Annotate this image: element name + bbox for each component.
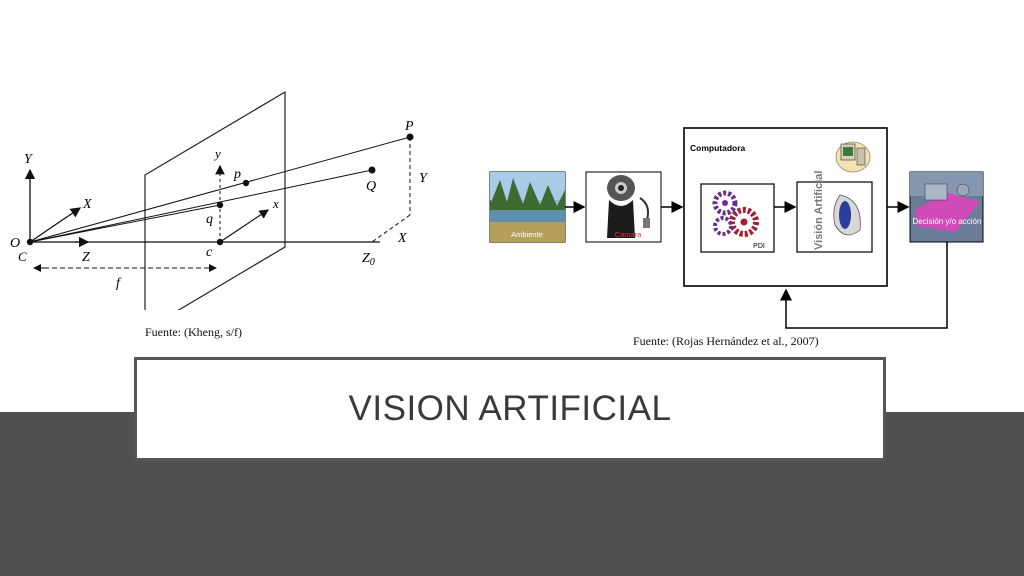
decision-block: Decisión y/o acción	[909, 171, 984, 243]
camera-block: Cámara	[585, 171, 662, 243]
ray-P	[29, 136, 411, 243]
decision-label: Decisión y/o acción	[913, 217, 982, 226]
computer-label: Computadora	[690, 143, 746, 153]
label-X-world: X	[397, 231, 407, 246]
point-Q	[368, 166, 376, 174]
eye-icon	[833, 194, 861, 236]
vision-pipeline-diagram: Computadora Ambiente Cámara	[489, 127, 984, 329]
title-box: VISION ARTIFICIAL	[134, 357, 886, 461]
label-Y: Y	[24, 152, 34, 167]
point-q	[216, 201, 224, 209]
x-axis	[29, 207, 82, 243]
label-Z0: Z0	[362, 251, 375, 268]
pinhole-source: Fuente: (Kheng, s/f)	[145, 325, 242, 339]
label-y: y	[213, 146, 221, 161]
environment-block: Ambiente	[489, 171, 566, 243]
label-P: P	[404, 119, 414, 134]
feedback-loop	[780, 242, 948, 329]
label-q: q	[206, 212, 213, 227]
camera-label: Cámara	[615, 230, 643, 239]
point-c	[216, 238, 224, 246]
label-Z: Z	[82, 250, 90, 265]
vision-label: Visión Artificial	[813, 171, 825, 250]
origin-point	[26, 238, 34, 246]
computer-icon	[835, 141, 871, 173]
pipeline-source: Fuente: (Rojas Hernández et al., 2007)	[633, 334, 819, 348]
gears-icon	[712, 190, 759, 237]
image-plane	[144, 90, 286, 310]
label-O: O	[10, 236, 20, 251]
label-p: p	[233, 167, 241, 182]
environment-label: Ambiente	[511, 230, 543, 239]
label-f: f	[116, 276, 122, 291]
slide-title: VISION ARTIFICIAL	[348, 389, 672, 428]
label-C: C	[18, 249, 27, 264]
vision-block: Visión Artificial	[796, 171, 873, 253]
label-x: x	[272, 196, 279, 211]
pdi-block: PDI	[700, 183, 775, 253]
label-Q: Q	[366, 179, 376, 194]
pinhole-camera-diagram: Y X O C Z f y p q x c P Q Y X Z0	[10, 90, 429, 310]
label-Y-world: Y	[419, 171, 429, 186]
ray-Q	[29, 169, 373, 243]
label-c: c	[206, 245, 213, 260]
robot-scene	[915, 192, 980, 232]
point-P	[406, 133, 414, 141]
point-p	[242, 179, 250, 187]
pdi-label: PDI	[753, 243, 765, 250]
label-X: X	[82, 197, 92, 212]
